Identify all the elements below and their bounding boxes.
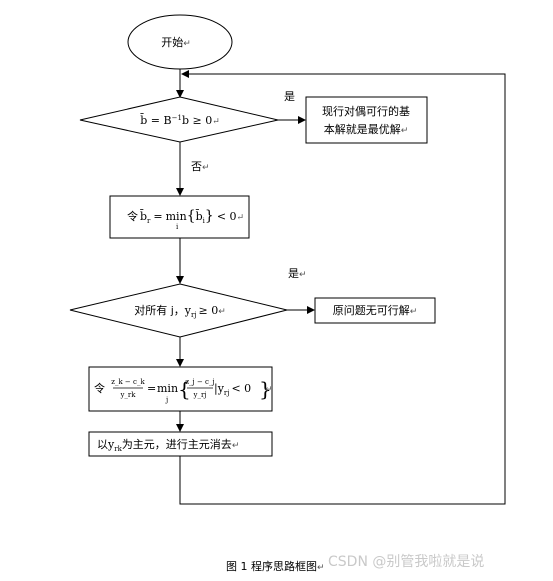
result-infeasible-box xyxy=(314,297,436,324)
edge-loop-back xyxy=(179,70,506,505)
step-ratio-formula: 令 z_k − c_k y_rk = min j { z_j − c_j y_r… xyxy=(94,377,273,404)
result-optimal-box xyxy=(305,96,428,144)
watermark-text: CSDN @别管我啦就是说 xyxy=(328,553,484,570)
step-select-row-min-sub: i xyxy=(176,223,179,231)
decision2-condition: 对所有 j，yrj≥ 0↵ xyxy=(134,303,226,319)
decision1-condition: b̄ = B−1b ≥ 0↵ xyxy=(140,114,220,127)
step-ratio-frac-den: y_rk xyxy=(119,391,136,399)
step-select-row-box xyxy=(109,195,250,239)
step-pivot-label: 以yrk为主元，进行主元消去↵ xyxy=(97,437,239,453)
step-ratio-brace-open: { xyxy=(178,377,191,401)
result-infeasible-label: 原问题无可行解↵ xyxy=(333,303,418,317)
result-optimal-line2: 本解就是最优解↵ xyxy=(324,122,409,136)
step-ratio-condition: |yrj< 0 xyxy=(214,382,251,397)
decision1-no-label: 否↵ xyxy=(191,160,210,173)
decision2-yes-label: 是↵ xyxy=(288,267,307,280)
step-ratio-prefix: 令 xyxy=(94,381,105,395)
decision1-yes-label: 是 xyxy=(284,90,295,103)
start-label: 开始↵ xyxy=(161,35,191,49)
step-ratio-brace-close: } xyxy=(259,377,272,401)
step-ratio-eq: = xyxy=(147,382,156,395)
step-ratio-inner-num: z_j − c_j xyxy=(185,378,214,386)
step-ratio-box xyxy=(88,366,273,412)
step-pivot-box xyxy=(88,431,273,457)
step-ratio-min: min xyxy=(157,382,178,395)
step-ratio-inner-den: y_rj xyxy=(193,391,207,399)
step-ratio-mark: ↵ xyxy=(265,385,273,395)
result-optimal-line1: 现行对偶可行的基 xyxy=(322,104,410,118)
step-ratio-min-sub: j xyxy=(165,396,168,404)
step-ratio-frac-num: z_k − c_k xyxy=(111,378,145,386)
figure-caption: 图 1 程序思路框图↵ xyxy=(226,559,325,573)
